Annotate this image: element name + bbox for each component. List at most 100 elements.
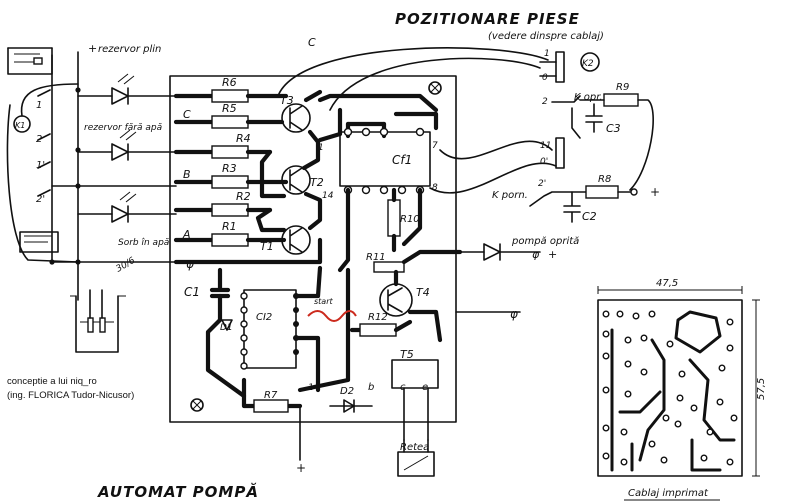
transistor-t3: T3 (280, 94, 311, 133)
filter-cf1: Cf1 7 8 1 14 (318, 111, 439, 201)
pcb-layout: 47,5 57,5 (597, 278, 767, 477)
r10-label: R10 (400, 214, 420, 225)
pin-1: 1 (318, 143, 324, 153)
t5-c: c (400, 382, 406, 393)
t1-label: T1 (260, 240, 274, 253)
credit-line-2: (ing. FLORICA Tudor-Nicusor) (7, 390, 135, 401)
r3-label: R3 (222, 162, 237, 175)
k2-1: 1 (544, 49, 550, 59)
resistor-r11: R11 (366, 252, 405, 273)
label-sorb-in-apa: Sorb în apă (118, 238, 170, 248)
led-rezervor-plin (77, 73, 177, 105)
transistor-t1: T1 (260, 225, 311, 255)
board-outline (169, 75, 457, 423)
t3-label: T3 (280, 94, 294, 107)
plus-top-left: + (88, 42, 97, 55)
led-rezervor-gol (77, 129, 177, 161)
pin-14: 14 (322, 191, 334, 201)
wire-c-top: C (308, 36, 316, 49)
resistor-r10: R10 (387, 187, 420, 253)
plus-led: + (548, 248, 557, 261)
retea-box: Retea (397, 442, 435, 477)
k2-label: K2 (582, 59, 594, 69)
phi-right: φ (510, 307, 518, 321)
c3-label: C3 (606, 122, 621, 135)
terminal-1: 1 (36, 100, 42, 111)
t4-label: T4 (416, 286, 430, 299)
capacitor-c2: C2 (563, 191, 597, 223)
t5-b: b (368, 382, 374, 393)
label-rezervor-plin: rezervor plin (98, 44, 161, 55)
resistor-r12: R12 (349, 312, 413, 337)
cf1-label: Cf1 (392, 153, 412, 167)
relay-0p: 0' (540, 157, 548, 167)
label-rezervor-fara-apa: rezervor fără apă (84, 123, 163, 133)
terminal-2: 2 (36, 134, 42, 145)
label-30-6: 30/6 (115, 256, 138, 275)
resistor-r1: R1 (173, 220, 287, 247)
relay-k2: K2 1 0 (539, 49, 600, 83)
ic-ci2: CI2 (240, 289, 299, 370)
plus-bottom: + (296, 461, 306, 475)
resistor-r3: R3 (173, 162, 289, 189)
label-pompa-oprita: pompă oprită (511, 236, 579, 247)
transistor-t2: T2 (281, 165, 324, 195)
r4-label: R4 (236, 132, 251, 145)
resistor-r5: R5 (173, 102, 285, 129)
subtitle: (vedere dinspre cablaj) (488, 31, 604, 42)
retea-label: Retea (400, 442, 429, 453)
resistor-r4: R4 (173, 132, 273, 159)
d2-label: D2 (340, 386, 354, 397)
start-label: start (314, 297, 333, 306)
resistor-r2: R2 (173, 190, 273, 217)
capacitor-c3: C3 (585, 103, 621, 135)
resistor-r7: R7 (253, 390, 289, 413)
r2-label: R2 (236, 190, 251, 203)
k2-0: 0 (542, 73, 548, 83)
r11-label: R11 (366, 252, 386, 263)
r6-label: R6 (222, 76, 237, 89)
r12-label: R12 (368, 312, 388, 323)
input-b: B (183, 168, 191, 181)
footer-title: AUTOMAT POMPĂ (97, 482, 259, 501)
r8-label: R8 (598, 174, 611, 185)
k1-label: K1 (15, 121, 25, 130)
resistor-r8: R8 (585, 174, 619, 199)
terminal-1p: 1' (36, 160, 45, 171)
pcb-width: 47,5 (656, 278, 678, 289)
k-opr-label: K opr. (574, 92, 603, 103)
d1-label: D1 (220, 323, 233, 333)
phi-led: φ (532, 248, 540, 261)
pin-14-bottom: 14 (308, 383, 320, 393)
c1-label: C1 (184, 285, 200, 299)
r9-label: R9 (616, 82, 629, 93)
credit-line-1: conceptie a lui niq_ro (7, 376, 97, 387)
input-a: A (182, 228, 191, 241)
ci2-label: CI2 (256, 312, 272, 323)
input-c: C (183, 108, 191, 121)
terminal-2p: 2' (36, 194, 45, 205)
pin-8: 8 (432, 183, 438, 193)
tank-sensor-area: 1 2 1' 2' K1 (6, 47, 126, 353)
triac-t5: T5 b c e (368, 348, 439, 393)
c2-label: C2 (582, 210, 597, 223)
t5-label: T5 (400, 348, 414, 361)
led-sorb (77, 191, 177, 223)
k-opr-2: 2 (542, 97, 548, 107)
diode-d2: D2 (329, 386, 373, 413)
t5-e: e (422, 382, 428, 393)
resistor-r9: R9 (603, 82, 639, 107)
r7-label: R7 (264, 390, 278, 401)
pin-7: 7 (432, 141, 438, 151)
led-pompa-oprita: pompă oprită φ + (455, 236, 579, 261)
k-porn-label: K porn. (492, 190, 528, 201)
title: POZITIONARE PIESE (395, 10, 580, 28)
r1-label: R1 (222, 220, 237, 233)
resistor-r6: R6 (173, 76, 289, 103)
k-porn-2p: 2' (538, 179, 546, 189)
label-cablaj-imprimat: Cablaj imprimat (628, 488, 709, 499)
t2-label: T2 (310, 176, 324, 189)
pcb-height: 57,5 (756, 378, 767, 400)
plus-right: + (650, 185, 660, 199)
